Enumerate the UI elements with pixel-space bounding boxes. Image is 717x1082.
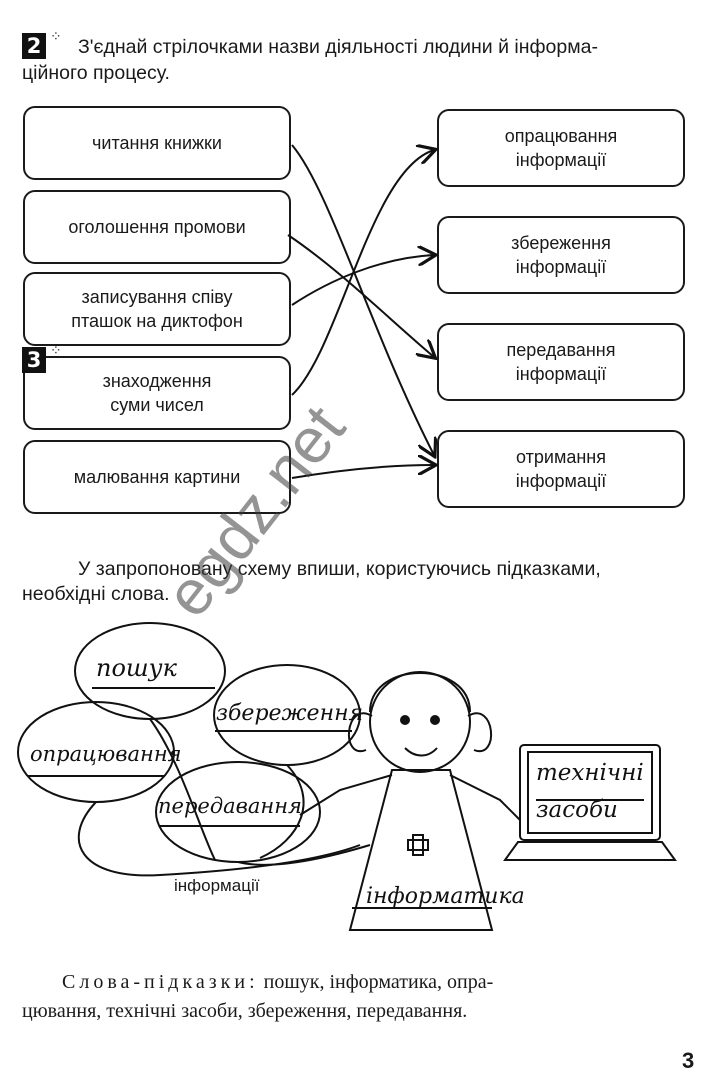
- process-label: передавання: [506, 340, 616, 360]
- arrow-recording-to-storage: [291, 255, 434, 306]
- girl-dress: [348, 769, 494, 931]
- balloon-string: [237, 844, 371, 866]
- activity-box-drawing: малювання картини: [23, 440, 291, 514]
- sparkle-icon: ⁘: [50, 342, 62, 358]
- page-number: 3: [682, 1048, 695, 1073]
- activity-box-recording: записування співу пташок на диктофон: [23, 272, 291, 346]
- laptop-answer-line2: засоби: [536, 797, 618, 823]
- activity-label: записування співу: [81, 287, 233, 307]
- task-2-instruction-line1: З'єднай стрілочками назви діяльності люд…: [78, 36, 598, 58]
- task-3-instruction-line2: необхідні слова.: [22, 583, 170, 605]
- activity-label: суми чисел: [110, 395, 204, 415]
- task-2-instruction-line2: ційного процесу.: [22, 62, 170, 84]
- balloon-answer-search: пошук: [96, 654, 177, 682]
- process-label: опрацювання: [504, 126, 618, 146]
- balloon-string: [259, 764, 305, 859]
- laptop-base: [503, 841, 677, 861]
- process-label: збереження: [511, 233, 611, 253]
- activity-label: знаходження: [102, 371, 212, 391]
- hints-words-part1: пошук, інформатика, опра-: [258, 971, 494, 993]
- task-3-number: 3: [22, 347, 46, 373]
- balloon-answer-processing: опрацювання: [30, 742, 182, 766]
- process-label: отримання: [516, 447, 606, 467]
- process-box-storage: збереження інформації: [437, 216, 685, 294]
- activity-box-reading: читання книжки: [23, 106, 291, 180]
- activity-label: читання книжки: [92, 133, 222, 153]
- hints-label: Слова-підказки:: [62, 971, 259, 993]
- sparkle-icon: ⁘: [50, 28, 62, 44]
- activity-box-speech: оголошення промови: [23, 190, 291, 264]
- laptop-answer-line1: технічні: [536, 760, 644, 786]
- laptop-screen: [519, 744, 661, 841]
- process-box-receiving: отримання інформації: [437, 430, 685, 508]
- balloon-answer-storage: збереження: [216, 701, 364, 726]
- process-label: інформації: [515, 150, 607, 170]
- arrow-drawing-to-receiving: [291, 465, 434, 479]
- activity-box-summing: знаходження суми чисел: [23, 356, 291, 430]
- process-box-transmission: передавання інформації: [437, 323, 685, 401]
- process-label: інформації: [515, 471, 607, 491]
- hints-line2: цювання, технічні засоби, збереження, пе…: [22, 1000, 468, 1022]
- balloon-string: [77, 801, 361, 877]
- task-2-number: 2: [22, 33, 46, 59]
- activity-label: пташок на диктофон: [71, 311, 243, 331]
- process-box-processing: опрацювання інформації: [437, 109, 685, 187]
- arrow-summing-to-processing: [291, 150, 434, 396]
- dress-answer: інформатика: [366, 884, 525, 909]
- hints-line1: Слова-підказки: пошук, інформатика, опра…: [62, 968, 493, 996]
- process-label: інформації: [515, 257, 607, 277]
- balloon-string: [149, 718, 216, 861]
- arrow-speech-to-transmission: [287, 234, 434, 357]
- process-label: інформації: [515, 364, 607, 384]
- activity-label: малювання картини: [73, 467, 241, 487]
- scheme-caption: інформації: [174, 876, 260, 895]
- balloon-answer-transmission: передавання: [158, 794, 302, 818]
- task-3-instruction-line1: У запропоновану схему впиши, користуючис…: [78, 558, 601, 580]
- activity-label: оголошення промови: [68, 217, 246, 237]
